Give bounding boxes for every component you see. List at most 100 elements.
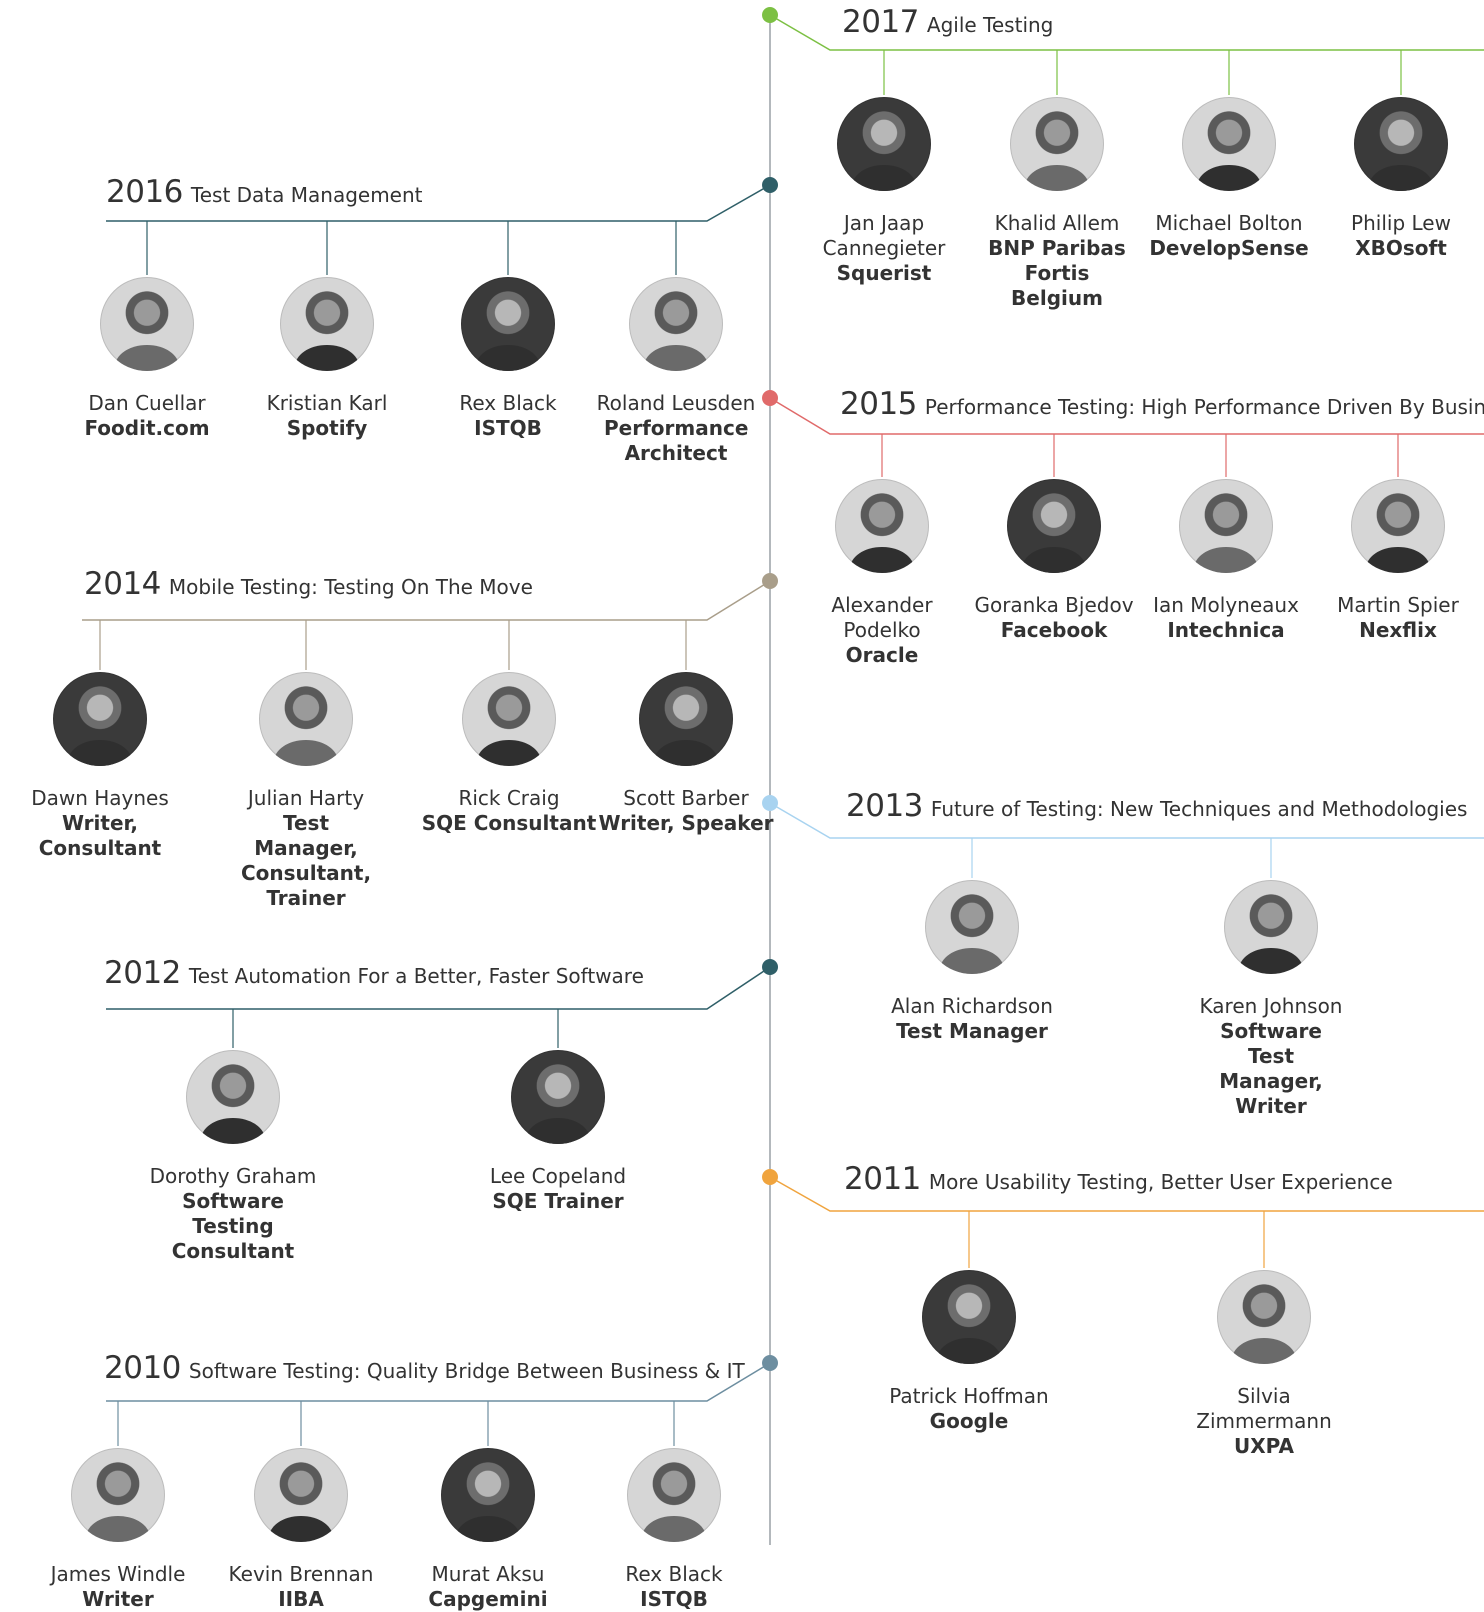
speaker-affiliation: Oracle: [845, 643, 919, 667]
speaker-affiliation: DevelopSense: [1149, 236, 1309, 260]
topic-label: Test Data Management: [190, 183, 423, 207]
speaker-affiliation: Writer, Consultant: [38, 811, 162, 860]
year-label: 2015: [840, 386, 917, 422]
speaker-affiliation: Test Manager, Consultant, Trainer: [240, 811, 372, 910]
year-label: 2013: [846, 788, 923, 824]
speaker-photo-icon: [441, 1448, 535, 1542]
speaker-photo-icon: [100, 277, 194, 371]
timeline-rule-2010: [106, 1362, 771, 1402]
speaker-name: Murat Aksu: [431, 1562, 545, 1586]
speaker-name: Martin Spier: [1337, 593, 1459, 617]
speaker-affiliation: Foodit.com: [84, 416, 210, 440]
speaker-affiliation: Intechnica: [1167, 618, 1285, 642]
topic-label: Agile Testing: [926, 13, 1054, 37]
speaker-photo-icon: [462, 672, 556, 766]
speaker-affiliation: Writer, Speaker: [598, 811, 774, 835]
timeline-heading-2015: 2015 Performance Testing: High Performanc…: [840, 386, 1484, 422]
topic-label: Test Automation For a Better, Faster Sof…: [188, 964, 644, 988]
speaker-name: Jan Jaap Cannegieter: [822, 211, 946, 260]
speaker-name: Lee Copeland: [489, 1164, 627, 1188]
speaker-name: Rex Black: [459, 391, 557, 415]
timeline-dot-2015: [762, 390, 778, 406]
topic-label: More Usability Testing, Better User Expe…: [928, 1170, 1393, 1194]
speaker-photo-icon: [280, 277, 374, 371]
timeline-heading-2010: 2010 Software Testing: Quality Bridge Bet…: [104, 1350, 745, 1386]
speaker-photo-icon: [1217, 1270, 1311, 1364]
speaker-name: Patrick Hoffman: [889, 1384, 1049, 1408]
speaker-name: Khalid Allem: [994, 211, 1120, 235]
speaker-name: Dorothy Graham: [149, 1164, 317, 1188]
speaker-photo-icon: [925, 880, 1019, 974]
timeline-rule-2016: [106, 184, 771, 222]
topic-label: Software Testing: Quality Bridge Between…: [188, 1359, 745, 1383]
speaker-name: Michael Bolton: [1155, 211, 1303, 235]
speaker-photo-icon: [53, 672, 147, 766]
speaker-name: Dan Cuellar: [88, 391, 206, 415]
speaker-photo-icon: [1354, 97, 1448, 191]
speaker-name: Philip Lew: [1351, 211, 1451, 235]
year-label: 2011: [844, 1161, 921, 1197]
timeline-rule-2015: [769, 397, 1484, 435]
timeline-rule-2017: [769, 14, 1484, 51]
timeline-rule-2013: [769, 802, 1484, 839]
speaker-affiliation: Test Manager: [896, 1019, 1048, 1043]
speaker-name: Roland Leusden: [596, 391, 756, 415]
speaker-name: Dawn Haynes: [31, 786, 169, 810]
speaker-affiliation: UXPA: [1234, 1434, 1294, 1458]
speaker-photo-icon: [461, 277, 555, 371]
year-label: 2010: [104, 1350, 181, 1386]
speaker-name: Scott Barber: [623, 786, 749, 810]
speaker-name: Ian Molyneaux: [1153, 593, 1299, 617]
timeline-heading-2013: 2013 Future of Testing: New Techniques an…: [846, 788, 1467, 824]
timeline-dot-2011: [762, 1169, 778, 1185]
speaker-photo-icon: [922, 1270, 1016, 1364]
timeline-heading-2011: 2011 More Usability Testing, Better User …: [844, 1161, 1393, 1197]
speaker-photo-icon: [627, 1448, 721, 1542]
year-label: 2017: [842, 4, 919, 40]
speaker-photo-icon: [1351, 479, 1445, 573]
timeline-heading-2017: 2017 Agile Testing: [842, 4, 1053, 40]
topic-label: Mobile Testing: Testing On The Move: [168, 575, 533, 599]
speaker-affiliation: ISTQB: [640, 1587, 708, 1611]
timeline-rule-2011: [769, 1176, 1484, 1212]
speaker-photo-icon: [835, 479, 929, 573]
speaker-photo-icon: [1179, 479, 1273, 573]
speaker-photo-icon: [71, 1448, 165, 1542]
speaker-affiliation: Google: [929, 1409, 1009, 1433]
speaker-name: Silvia Zimmermann: [1196, 1384, 1332, 1433]
speaker-name: Goranka Bjedov: [974, 593, 1134, 617]
speaker-affiliation: XBOsoft: [1355, 236, 1447, 260]
speaker-photo-icon: [186, 1050, 280, 1144]
timeline-heading-2012: 2012 Test Automation For a Better, Faster…: [104, 955, 644, 991]
speaker-affiliation: ISTQB: [474, 416, 542, 440]
speaker-affiliation: Squerist: [836, 261, 932, 285]
speaker-photo-icon: [254, 1448, 348, 1542]
year-label: 2012: [104, 955, 181, 991]
timeline-dot-2017: [762, 7, 778, 23]
speaker-photo-icon: [1007, 479, 1101, 573]
speaker-photo-icon: [1010, 97, 1104, 191]
speaker-photo-icon: [1182, 97, 1276, 191]
topic-label: Future of Testing: New Techniques and Me…: [930, 797, 1468, 821]
speaker-name: Rick Craig: [458, 786, 560, 810]
topic-label: Performance Testing: High Performance Dr…: [924, 395, 1484, 419]
